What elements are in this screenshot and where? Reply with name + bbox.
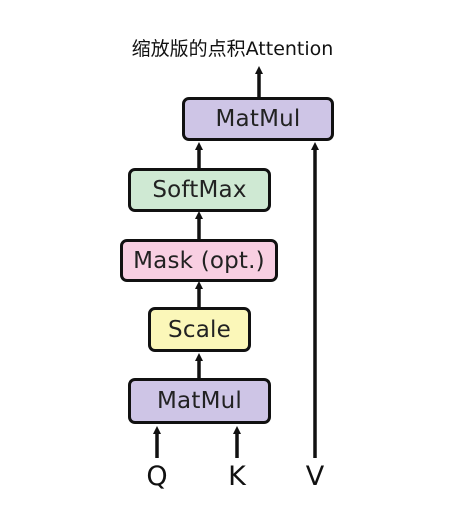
input-v-label: V	[305, 461, 325, 492]
input-k-label: K	[228, 461, 246, 492]
input-q-label: Q	[146, 461, 168, 492]
diagram-title: 缩放版的点积Attention	[131, 38, 334, 60]
matmul-top-node: MatMul	[182, 97, 334, 141]
mask-node: Mask (opt.)	[120, 239, 278, 282]
scale-node: Scale	[148, 307, 251, 352]
matmul-bottom-node: MatMul	[128, 378, 271, 424]
softmax-node: SoftMax	[128, 168, 271, 212]
